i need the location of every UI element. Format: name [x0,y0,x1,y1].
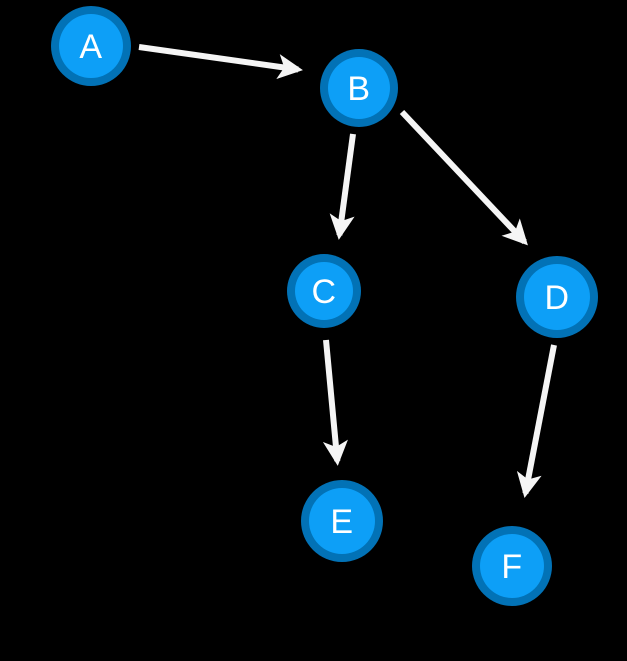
edge-a-to-b [138,44,303,80]
node-a[interactable]: A [51,6,131,86]
node-label-d: D [544,279,569,317]
node-fill-d [524,264,590,330]
edges-group [138,44,557,499]
node-d[interactable]: D [516,256,598,338]
nodes-group: A B C D E F [51,6,598,606]
node-fill-a [59,14,123,78]
node-label-e: E [330,503,353,541]
node-label-b: B [347,70,370,108]
edge-d-to-f [516,344,557,499]
node-b[interactable]: B [320,49,398,127]
edge-b-to-d [399,109,528,246]
node-label-c: C [311,273,336,311]
node-c[interactable]: C [287,254,361,328]
node-label-f: F [501,548,522,586]
edge-c-to-e [322,339,348,466]
node-e[interactable]: E [301,480,383,562]
node-f[interactable]: F [472,526,552,606]
node-label-a: A [79,28,102,66]
node-fill-e [309,488,375,554]
node-fill-b [328,57,390,119]
edge-b-to-c [329,133,356,240]
node-fill-c [295,262,353,320]
node-fill-f [480,534,544,598]
